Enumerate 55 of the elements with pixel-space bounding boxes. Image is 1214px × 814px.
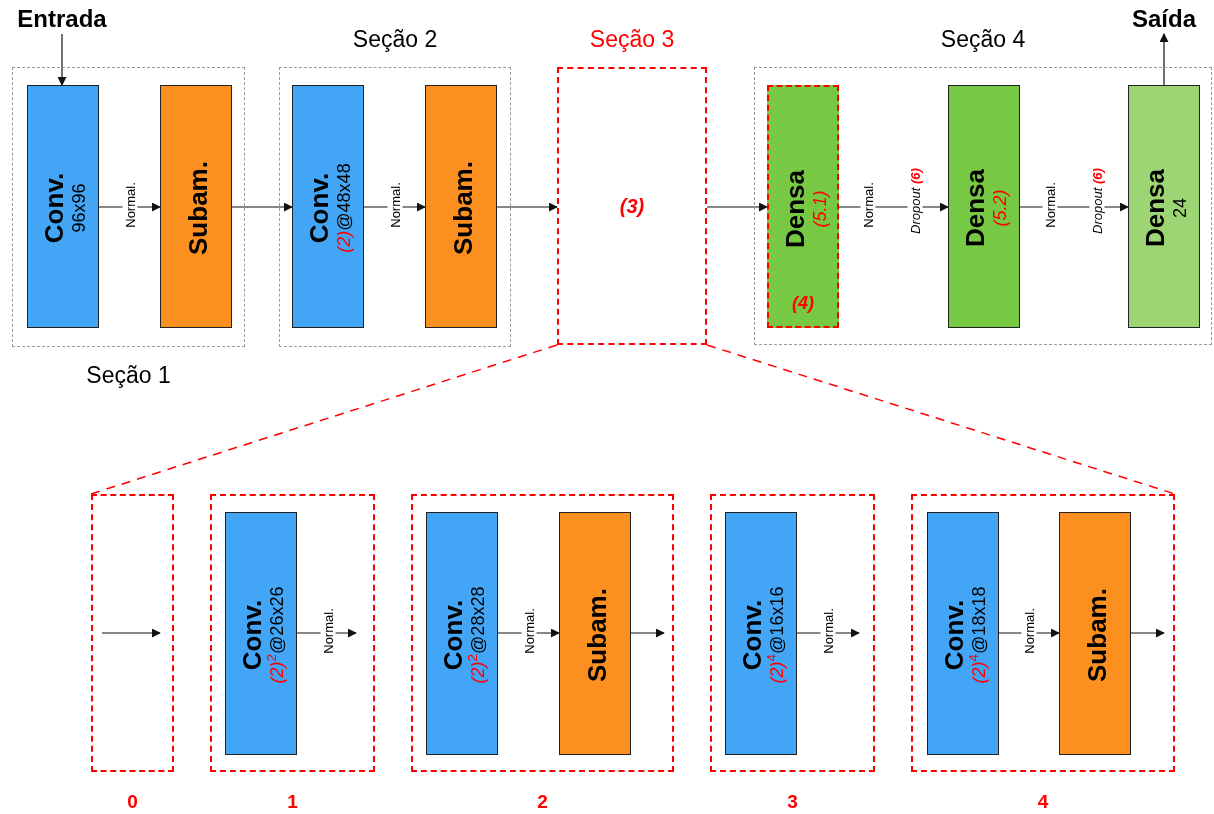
subsampling-block xyxy=(160,85,232,328)
subsampling-block xyxy=(1059,512,1131,755)
dense-layer-block xyxy=(1128,85,1200,328)
conv-layer-block xyxy=(725,512,797,755)
layer-size: (5.2) xyxy=(988,189,1010,226)
arrow xyxy=(57,33,67,86)
input-label: Entrada xyxy=(17,7,107,31)
layer-name: Subam. xyxy=(183,160,211,255)
section-heading: Seção 1 xyxy=(86,363,171,387)
zoom-line xyxy=(90,344,558,495)
layer-name: Conv. xyxy=(304,172,332,243)
conv-layer-block xyxy=(225,512,297,755)
note-number: (4) xyxy=(792,294,814,312)
section-note: (3) xyxy=(619,196,645,216)
step-number: 4 xyxy=(1037,791,1049,811)
layer-name: Subam. xyxy=(448,160,476,255)
layer-size: 24 xyxy=(1168,197,1190,218)
layer-name: Conv. xyxy=(438,599,466,670)
output-label: Saída xyxy=(1132,7,1196,31)
section-heading: Seção 4 xyxy=(940,27,1026,51)
subsampling-block xyxy=(425,85,497,328)
layer-size: (2)@48x48 xyxy=(332,162,354,253)
layer-name: Densa xyxy=(960,168,988,247)
section-heading: Seção 2 xyxy=(352,27,438,51)
layer-size: 96x96 xyxy=(67,183,89,233)
layer-name: Conv. xyxy=(737,599,765,670)
conv-layer-block xyxy=(292,85,364,328)
arrow xyxy=(1130,628,1165,638)
arrow xyxy=(496,202,558,212)
dropout-label: Dropout (6) xyxy=(907,165,923,237)
layer-name: Subam. xyxy=(1082,587,1110,682)
conv-layer-block xyxy=(27,85,99,328)
layer-name: Densa xyxy=(1140,168,1168,247)
conv-layer-block xyxy=(426,512,498,755)
section-heading: Seção 3 xyxy=(589,27,675,51)
arrow xyxy=(1159,33,1169,86)
subsampling-block xyxy=(559,512,631,755)
arrow xyxy=(630,628,665,638)
arrow xyxy=(231,202,293,212)
step-number: 0 xyxy=(127,791,138,811)
layer-size: (5.1) xyxy=(808,190,830,227)
dense-layer-block xyxy=(948,85,1020,328)
layer-name: Conv. xyxy=(939,599,967,670)
layer-name: Subam. xyxy=(582,587,610,682)
layer-name: Conv. xyxy=(39,172,67,243)
dense-layer-block xyxy=(767,85,839,328)
step-number: 3 xyxy=(787,791,798,811)
dropout-label: Dropout (6) xyxy=(1089,165,1105,237)
conv-layer-block xyxy=(927,512,999,755)
layer-name: Conv. xyxy=(237,599,265,670)
zoom-line xyxy=(706,344,1176,495)
step-number: 2 xyxy=(537,791,548,811)
step-number: 1 xyxy=(287,791,298,811)
layer-name: Densa xyxy=(780,169,808,248)
arrow xyxy=(706,202,768,212)
